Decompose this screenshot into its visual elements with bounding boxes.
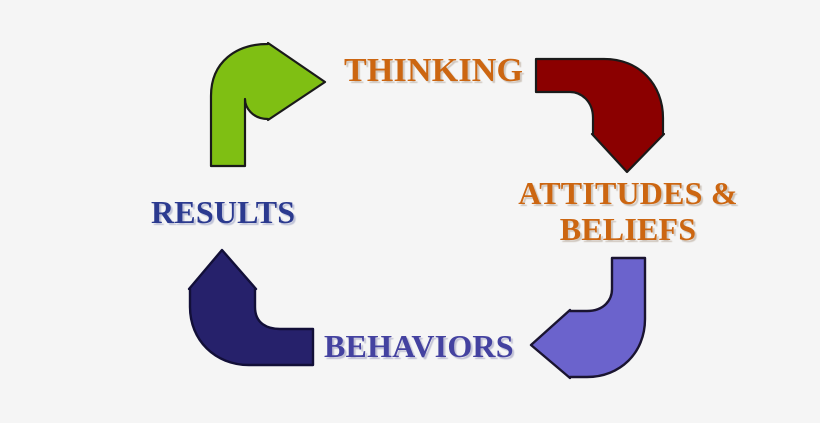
red-arrow-shape — [534, 57, 666, 174]
arrow-behaviors-to-results — [187, 248, 315, 367]
arrow-results-to-thinking — [209, 41, 327, 168]
node-label-thinking: THINKING — [344, 52, 524, 89]
arrow-thinking-to-attitudes — [534, 57, 666, 174]
node-label-attitudes-line2: BELIEFS — [559, 210, 697, 247]
node-label-attitudes-beliefs: ATTITUDES & BELIEFS — [518, 177, 737, 245]
arrow-attitudes-to-behaviors — [529, 256, 647, 380]
node-label-attitudes-line1: ATTITUDES & — [518, 175, 738, 211]
purple-arrow-shape — [529, 256, 647, 380]
node-label-behaviors: BEHAVIORS — [324, 328, 514, 364]
navy-arrow-shape — [187, 248, 315, 367]
green-arrow-shape — [209, 41, 327, 168]
node-label-results: RESULTS — [151, 194, 296, 230]
